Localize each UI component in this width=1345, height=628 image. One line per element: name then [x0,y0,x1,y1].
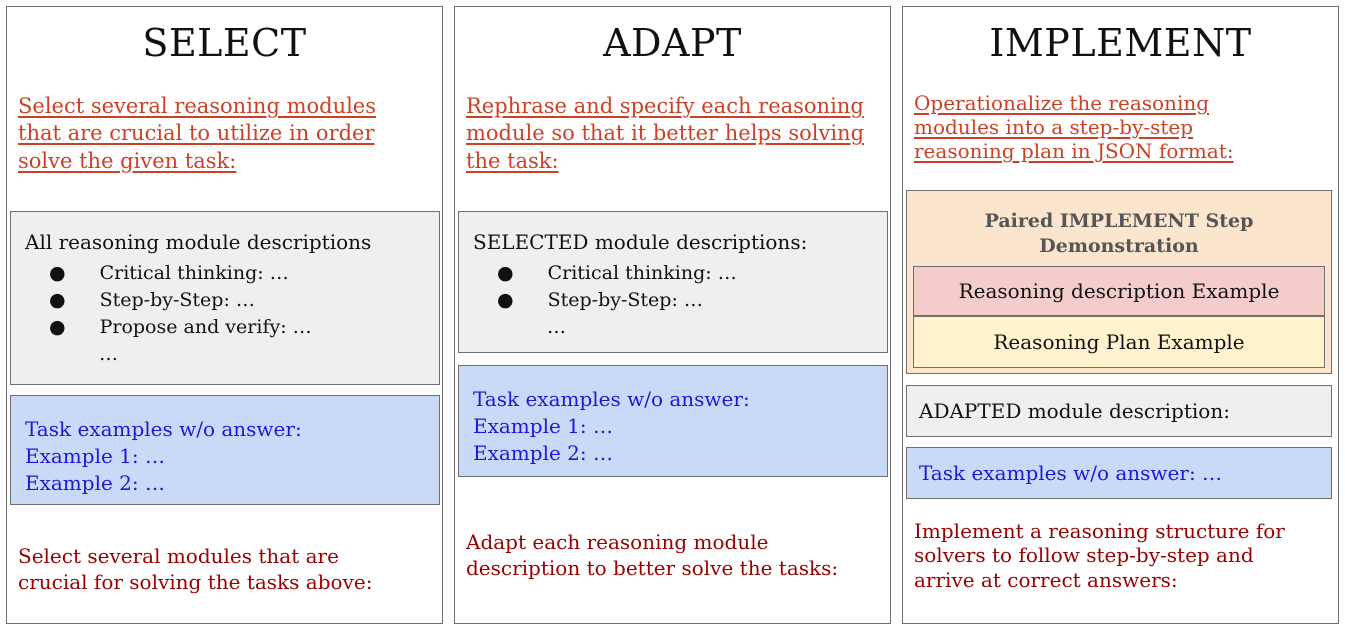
implement-adapted-text: ADAPTED module description: [919,399,1230,423]
bullet-icon: ● [49,262,66,284]
implement-demo-title-line-1: Paired IMPLEMENT Step [984,210,1254,232]
implement-demo-title-line-2: Demonstration [1039,234,1199,257]
implement-panel: IMPLEMENT Operationalize the reasoning m… [902,6,1339,624]
select-instruction: Select several modules that are crucial … [18,543,372,595]
adapt-task-example-1: Example 1: … [473,414,613,438]
adapt-modules-heading: SELECTED module descriptions: [473,230,808,254]
implement-instruction-line-3: arrive at correct answers: [914,567,1178,592]
adapt-intro-line-1: Rephrase and specify each reasoning [466,94,864,118]
bullet-icon: ● [49,316,66,338]
select-intro-colon: : [229,148,237,173]
select-modules-heading: All reasoning module descriptions [25,230,372,254]
select-module-item: ●Step-by-Step: … [49,289,255,311]
implement-intro-line-2: modules into a step-by-step [914,115,1194,139]
bullet-icon: ● [49,289,66,311]
adapt-panel: ADAPT Rephrase and specify each reasonin… [454,6,891,624]
implement-intro: Operationalize the reasoning modules int… [914,91,1234,163]
reasoning-plan-example: Reasoning Plan Example [913,316,1325,368]
adapt-instruction-line-1: Adapt each reasoning module [466,530,769,554]
implement-intro-line-1: Operationalize the reasoning [914,91,1210,115]
select-intro-line-3: solve the given task [18,148,230,173]
implement-instruction-line-2: solvers to follow step-by-step and [914,543,1254,568]
adapt-instruction-line-2: description to better solve the tasks: [466,556,839,580]
implement-instruction-line-1: Implement a reasoning structure for [914,519,1285,543]
implement-adapted-box: ADAPTED module description: [906,385,1332,437]
select-panel: SELECT Select several reasoning modules … [6,6,443,624]
select-instruction-line-1: Select several modules that are [18,544,339,568]
bullet-icon: ● [497,289,514,311]
adapt-modules-list: ●Critical thinking: … ●Step-by-Step: … … [497,260,737,341]
adapt-modules-more: … [547,316,566,338]
select-title: SELECT [142,21,307,65]
implement-instruction: Implement a reasoning structure for solv… [914,519,1285,592]
adapt-intro-line-2: module so that it better helps solving [466,121,865,146]
select-task-example-2: Example 2: … [25,471,165,495]
select-task-example-1: Example 1: … [25,444,165,468]
adapt-intro-line-3: the task: [466,148,559,173]
select-intro-line-2: that are crucial to utilize in order [18,121,375,146]
select-instruction-line-2: crucial for solving the tasks above: [18,570,373,594]
select-module-item: ●Propose and verify: … [49,316,312,338]
select-modules-more: … [99,343,118,365]
adapt-module-item: ●Critical thinking: … [497,262,737,284]
adapt-module-item: ●Step-by-Step: … [497,289,703,311]
select-task-heading: Task examples w/o answer: [25,417,302,441]
adapt-instruction: Adapt each reasoning module description … [466,529,838,581]
select-intro: Select several reasoning modules that ar… [18,93,376,175]
select-modules-list: ●Critical thinking: … ●Step-by-Step: … ●… [49,260,312,368]
implement-intro-line-3: reasoning plan in JSON format: [914,139,1234,163]
select-intro-line-1: Select several reasoning modules [18,94,377,118]
select-module-item: ●Critical thinking: … [49,262,289,284]
adapt-task-example-2: Example 2: … [473,441,613,465]
implement-demo-title: Paired IMPLEMENT Step Demonstration [907,209,1331,258]
adapt-modules-box: SELECTED module descriptions: ●Critical … [458,211,888,353]
adapt-task-box: Task examples w/o answer: Example 1: … E… [458,365,888,477]
bullet-icon: ● [497,262,514,284]
select-task-box: Task examples w/o answer: Example 1: … E… [10,395,440,505]
reasoning-description-example: Reasoning description Example [913,266,1325,316]
implement-demo-box: Paired IMPLEMENT Step Demonstration Reas… [906,190,1332,374]
implement-title: IMPLEMENT [989,21,1252,65]
adapt-intro: Rephrase and specify each reasoning modu… [466,93,864,175]
implement-task-text: Task examples w/o answer: … [919,461,1223,485]
adapt-task-heading: Task examples w/o answer: [473,387,750,411]
select-modules-box: All reasoning module descriptions ●Criti… [10,211,440,385]
adapt-title: ADAPT [603,21,742,65]
implement-task-box: Task examples w/o answer: … [906,447,1332,499]
